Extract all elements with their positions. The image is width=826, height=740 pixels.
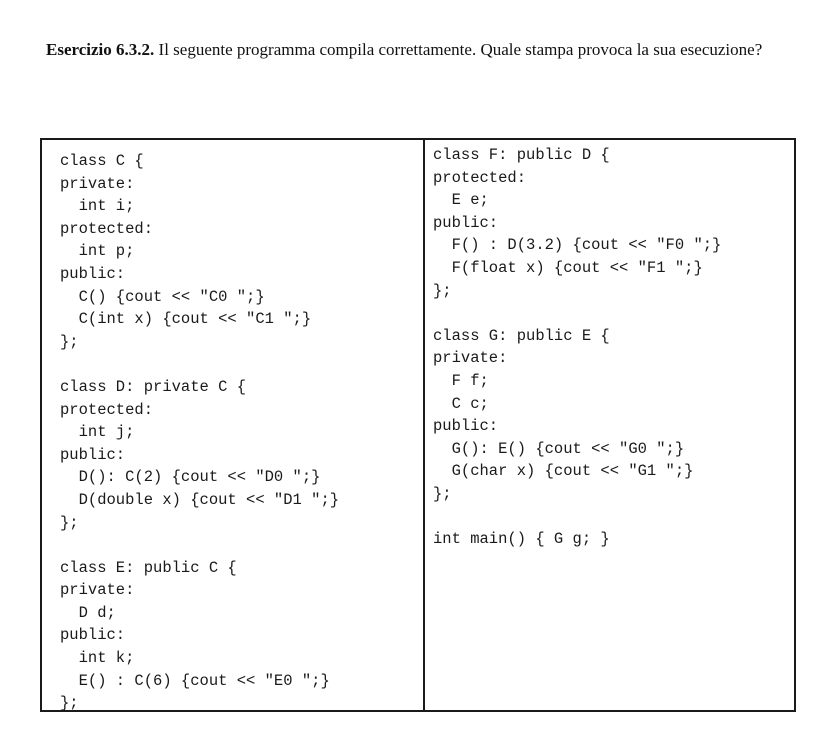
code-line: C() {cout << "C0 ";} — [60, 287, 265, 306]
code-listing-box: class C { private: int i; protected: int p… — [40, 138, 796, 712]
code-line: F(float x) {cout << "F1 ";} — [433, 258, 703, 277]
code-line: protected: — [433, 168, 527, 187]
code-line: public: — [60, 445, 126, 464]
code-line — [433, 302, 721, 325]
column-divider — [423, 140, 425, 710]
code-line: F f; — [433, 371, 489, 390]
code-line: E() : C(6) {cout << "E0 ";} — [60, 671, 330, 690]
code-line: C c; — [433, 394, 489, 413]
code-line: int j; — [60, 423, 135, 442]
code-line: }; — [60, 332, 79, 351]
code-line: private: — [60, 174, 135, 193]
code-line: public: — [60, 626, 126, 645]
code-line — [433, 506, 721, 529]
code-line: private: — [60, 581, 135, 600]
code-line: }; — [60, 694, 79, 713]
code-line — [60, 353, 339, 376]
code-line: class C { — [60, 152, 144, 170]
exercise-text: Il seguente programma compila correttame… — [154, 40, 763, 59]
code-line: C(int x) {cout << "C1 ";} — [60, 310, 312, 329]
code-line: int main() { G g; } — [433, 530, 610, 549]
code-line: }; — [433, 484, 452, 503]
code-line: G(): E() {cout << "G0 ";} — [433, 439, 685, 458]
exercise-statement: Esercizio 6.3.2. Il seguente programma c… — [46, 38, 806, 61]
code-line: int i; — [60, 197, 135, 216]
code-line: F() : D(3.2) {cout << "F0 ";} — [433, 236, 722, 255]
code-line: public: — [433, 213, 499, 232]
code-line: protected: — [60, 400, 154, 419]
code-line: D d; — [60, 603, 116, 622]
code-line — [60, 534, 339, 557]
code-line: protected: — [60, 219, 154, 238]
code-line: int k; — [60, 649, 135, 668]
exercise-label: Esercizio 6.3.2. — [46, 40, 155, 59]
code-line: class E: public C { — [60, 558, 237, 577]
code-line: G(char x) {cout << "G1 ";} — [433, 462, 694, 481]
code-line: }; — [433, 281, 452, 300]
code-line: public: — [433, 417, 499, 436]
code-line: D(): C(2) {cout << "D0 ";} — [60, 468, 321, 487]
code-line: int p; — [60, 242, 135, 261]
code-line: class G: public E { — [433, 326, 610, 345]
code-line: private: — [433, 349, 508, 368]
code-column-left: class C { private: int i; protected: int p… — [60, 150, 339, 715]
code-line: D(double x) {cout << "D1 ";} — [60, 490, 340, 509]
code-line: class F: public D { — [433, 146, 610, 164]
code-line: E e; — [433, 191, 489, 210]
code-line: }; — [60, 513, 79, 532]
code-column-right: class F: public D { protected: E e; public… — [433, 144, 721, 551]
code-line: class D: private C { — [60, 377, 247, 396]
code-line: public: — [60, 264, 126, 283]
